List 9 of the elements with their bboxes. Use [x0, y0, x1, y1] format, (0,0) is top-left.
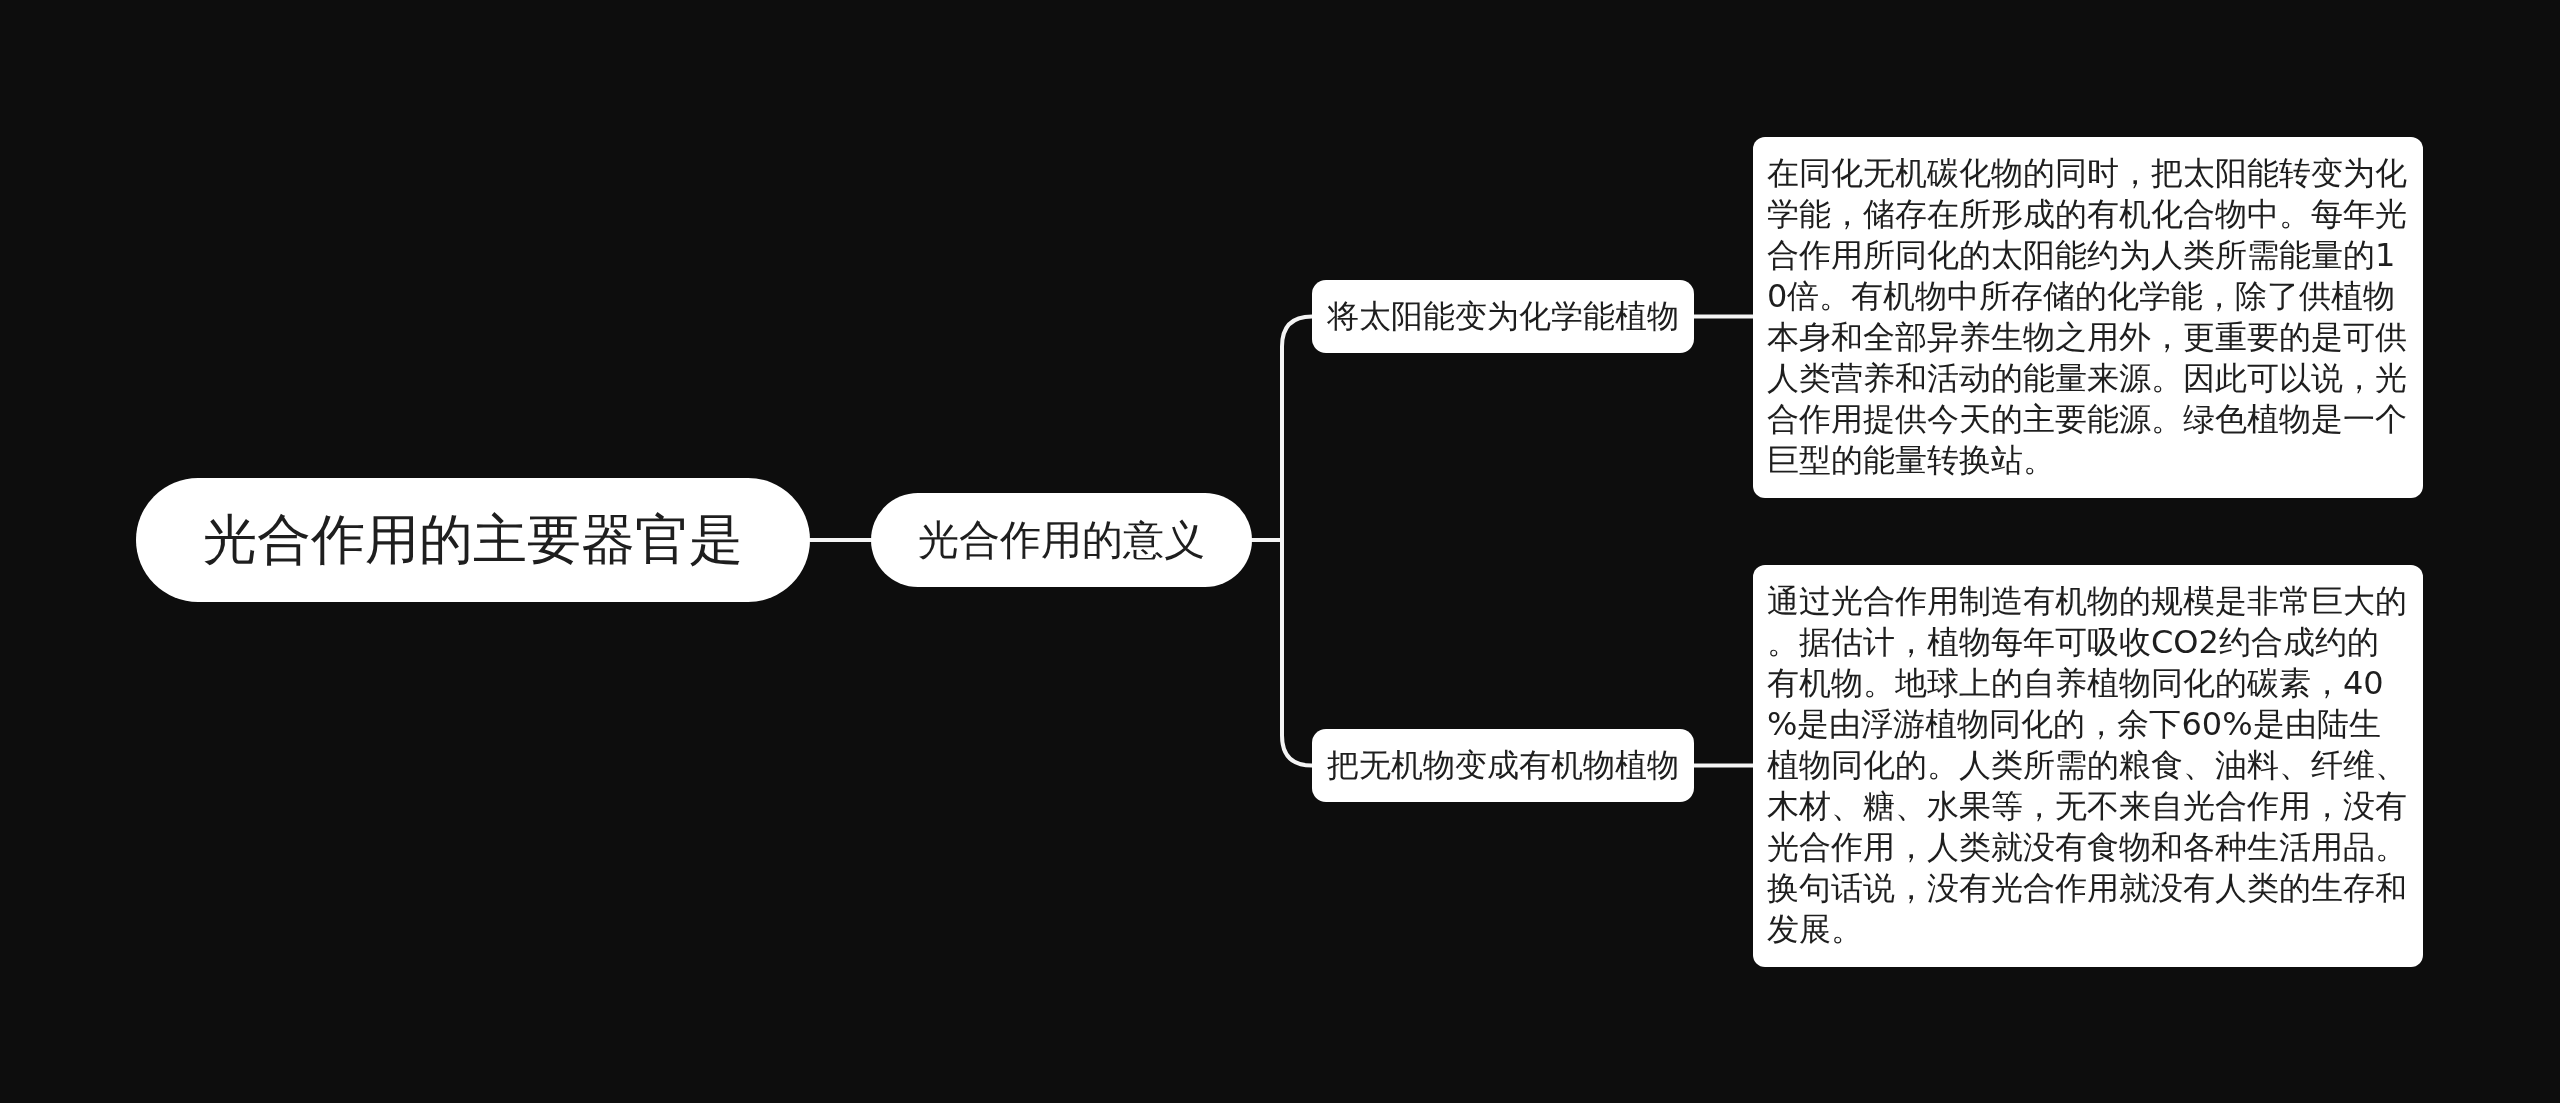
central-topic: 光合作用的主要器官是 — [136, 478, 810, 602]
main-topic: 光合作用的意义 — [871, 493, 1252, 587]
subtopic: 把无机物变成有机物植物 — [1312, 729, 1694, 802]
subtopic: 将太阳能变为化学能植物 — [1312, 280, 1694, 353]
connector-line — [808, 538, 873, 542]
connector-line — [1692, 763, 1755, 768]
connector-line — [1692, 314, 1755, 319]
note-card: 在同化无机碳化物的同时，把太阳能转变为化学能，储存在所形成的有机化合物中。每年光合作用所同化的太阳能约为人类所需能量的10倍。有机物中所存储的化学能，除了供植物本身和全部异养生物之用外，更重要的是可供人类营养和活动的能量来源。因此可以说，光合作用提供今天的主要能源。绿色植物是一个巨型的能量转换站。 — [1753, 137, 2423, 498]
note-card: 通过光合作用制造有机物的规模是非常巨大的。据估计，植物每年可吸收CO2约合成约的有机物。地球上的自养植物同化的碳素，40%是由浮游植物同化的，余下60%是由陆生植物同化的。人类所需的粮食、油料、纤维、木材、糖、水果等，无不来自光合作用，没有光合作用，人类就没有食物和各种生活用品。换句话说，没有光合作用就没有人类的生存和发展。 — [1753, 565, 2423, 967]
